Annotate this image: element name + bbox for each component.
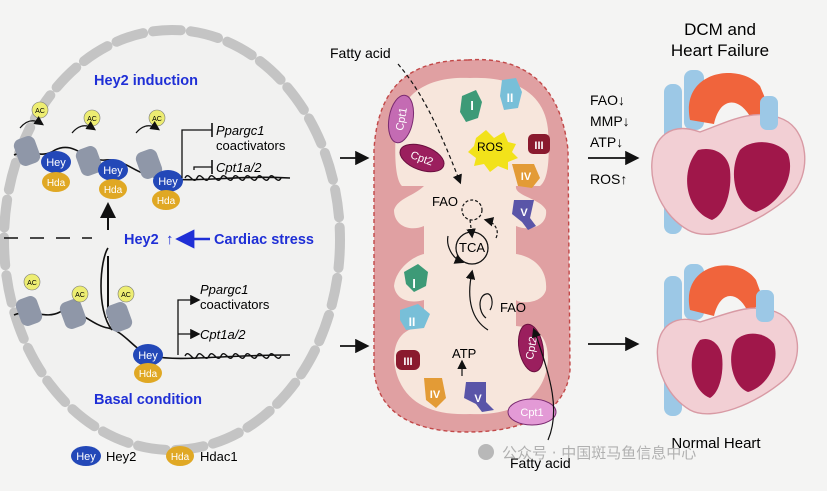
complex-III-bottom: III (403, 356, 412, 368)
complex-I-bottom: I (412, 276, 416, 291)
complex-II-top: II (507, 91, 514, 105)
nucleus: Hey2 induction Basal condition Hey Hda H… (0, 25, 345, 455)
complex-IV-top: IV (521, 171, 532, 183)
ac-label: AC (27, 280, 37, 287)
hda-badge: Hda (139, 369, 158, 380)
complex-V-bottom: V (474, 393, 482, 405)
hey2-up-label: Hey2 (124, 232, 159, 248)
fao-decrease: FAO↓ (590, 92, 625, 108)
ac-label: AC (75, 292, 85, 299)
hda-badge: Hda (47, 178, 66, 189)
fao-bottom: FAO (500, 300, 526, 315)
dcm-heart-illustration (651, 70, 806, 235)
atp-decrease: ATP↓ (590, 134, 623, 150)
hda-badge: Hda (157, 196, 176, 207)
ac-label: AC (121, 292, 131, 299)
fatty-acid-bottom: Fatty acid (510, 455, 571, 471)
outcomes: DCM and Heart Failure FAO↓ MMP↓ ATP↓ ROS… (588, 20, 806, 452)
cpt2-bottom: Cpt2 (524, 336, 540, 361)
hey-badge: Hey (46, 157, 66, 169)
hda-badge: Hda (104, 185, 123, 196)
dcm-title-line2: Heart Failure (671, 41, 769, 60)
chromatin-bottom: AC AC AC Hey Hda Ppargc1 coactivators Cp… (13, 273, 291, 383)
mmp-decrease: MMP↓ (590, 113, 630, 129)
gene-coactivators-top: coactivators (216, 138, 286, 153)
ac-label: AC (152, 116, 162, 123)
chromatin-top: Hey Hda Hey Hda Hey Hda AC AC AC (13, 101, 291, 210)
cpt1-top: Cpt1 (394, 107, 410, 132)
nucleosome (13, 136, 41, 166)
gene-cpt1a2-bottom: Cpt1a/2 (200, 327, 246, 342)
complex-III-top: III (534, 140, 543, 152)
watermark-text: 公众号 · 中国斑马鱼信息中心 (502, 444, 696, 462)
cpt1-bottom: Cpt1 (520, 407, 543, 419)
ros-burst: ROS (477, 140, 503, 154)
hey-badge: Hey (103, 165, 123, 177)
normal-heart-label: Normal Heart (671, 435, 761, 452)
nucleosome (75, 146, 103, 176)
legend-hey-badge: Hey (76, 451, 96, 463)
complex-V-top: V (520, 207, 528, 219)
fao-top: FAO (432, 194, 458, 209)
ros-increase: ROS↑ (590, 171, 627, 187)
legend-hda-badge: Hda (171, 452, 190, 463)
gene-cpt1a2-top: Cpt1a/2 (216, 160, 262, 175)
complex-I-top: I (470, 98, 474, 113)
legend-hda-text: Hdac1 (200, 449, 238, 464)
complex-II-bottom: II (409, 315, 416, 329)
legend-hey-text: Hey2 (106, 449, 136, 464)
complex-IV-bottom: IV (430, 389, 441, 401)
hey-badge: Hey (158, 176, 178, 188)
nucleosome (135, 149, 163, 179)
fatty-acid-top: Fatty acid (330, 45, 391, 61)
gene-coactivators-bottom: coactivators (200, 297, 270, 312)
hey2-induction-title: Hey2 induction (94, 73, 198, 89)
mitochondrion: Fatty acid Cpt1 Cpt2 I II III ROS IV V F… (330, 45, 571, 471)
ac-label: AC (35, 108, 45, 115)
atp-label: ATP (452, 346, 476, 361)
cardiac-stress-label: Cardiac stress (214, 232, 314, 248)
watermark: 公众号 · 中国斑马鱼信息中心 (478, 444, 696, 462)
normal-heart-illustration (656, 264, 799, 416)
hey2-up-arrow: ↑ (166, 231, 174, 248)
dcm-title-line1: DCM and (684, 20, 756, 39)
legend: Hey Hey2 Hda Hdac1 (71, 446, 238, 466)
gene-ppargc1-top: Ppargc1 (216, 123, 264, 138)
tca-label: TCA (459, 240, 485, 255)
gene-ppargc1-bottom: Ppargc1 (200, 282, 248, 297)
basal-condition-title: Basal condition (94, 392, 202, 408)
hey-badge: Hey (138, 350, 158, 362)
ac-label: AC (87, 116, 97, 123)
